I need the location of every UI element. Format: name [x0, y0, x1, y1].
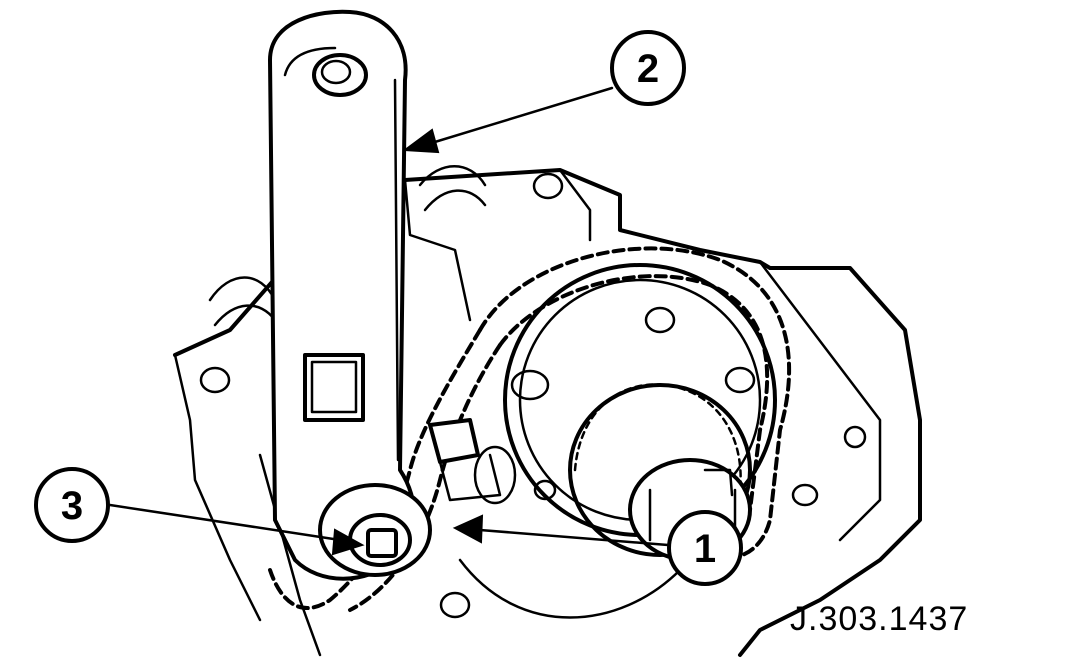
callout-1-label: 1 [694, 527, 716, 571]
reference-code: J.303.1437 [790, 600, 968, 638]
leader-lines [108, 86, 670, 556]
callout-3: 3 [34, 467, 110, 543]
callout-2-label: 2 [637, 47, 659, 91]
camshaft-sprocket [503, 263, 777, 562]
locking-tool-wrench [268, 9, 417, 581]
callout-1: 1 [667, 510, 743, 586]
tensioner-pulley-bolt [318, 483, 432, 577]
callout-2: 2 [610, 30, 686, 106]
chain-tensioner [428, 418, 517, 505]
callout-3-label: 3 [61, 484, 83, 528]
